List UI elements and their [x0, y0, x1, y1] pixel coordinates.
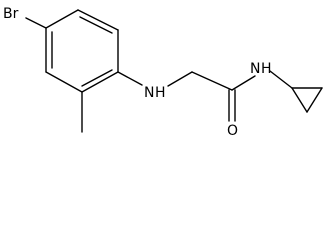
- bond-carbonyl-nh: [231, 75, 256, 91]
- cyclopropyl-bond-2: [306, 87, 323, 113]
- benzene-ring: [45, 9, 119, 93]
- ring-bond-c2-c3-inner: [79, 16, 113, 34]
- cyclopropyl-ring: [291, 87, 323, 113]
- carbonyl-oxygen-label: O: [227, 123, 238, 137]
- cyclopropyl-bond-3: [291, 87, 308, 113]
- amine-hydrogen-label: H: [155, 85, 166, 101]
- bond-nh-ch2: [167, 71, 193, 87]
- molecule-structure-diagram: Br N H O N H: [3, 6, 323, 137]
- bond-ch2-carbonyl: [191, 71, 233, 91]
- amide-hydrogen-label: H: [261, 61, 272, 77]
- amine-nitrogen-label: N: [144, 85, 154, 101]
- bond-nh-cyclopropyl: [269, 70, 293, 89]
- chemical-structure-canvas: Br N H O N H: [3, 6, 323, 137]
- ring-bond-c5-c6: [45, 71, 83, 93]
- bond-c1-br: [25, 17, 47, 29]
- ring-bond-c4-c5-inner: [81, 69, 113, 87]
- ring-bond-c2-c3: [77, 9, 119, 31]
- ring-bond-c4-c5: [81, 71, 119, 93]
- bromine-label: Br: [3, 6, 19, 22]
- bond-ring-nh: [117, 71, 143, 86]
- ring-bond-c1-c2: [45, 9, 79, 29]
- amide-nitrogen-label: N: [250, 61, 260, 77]
